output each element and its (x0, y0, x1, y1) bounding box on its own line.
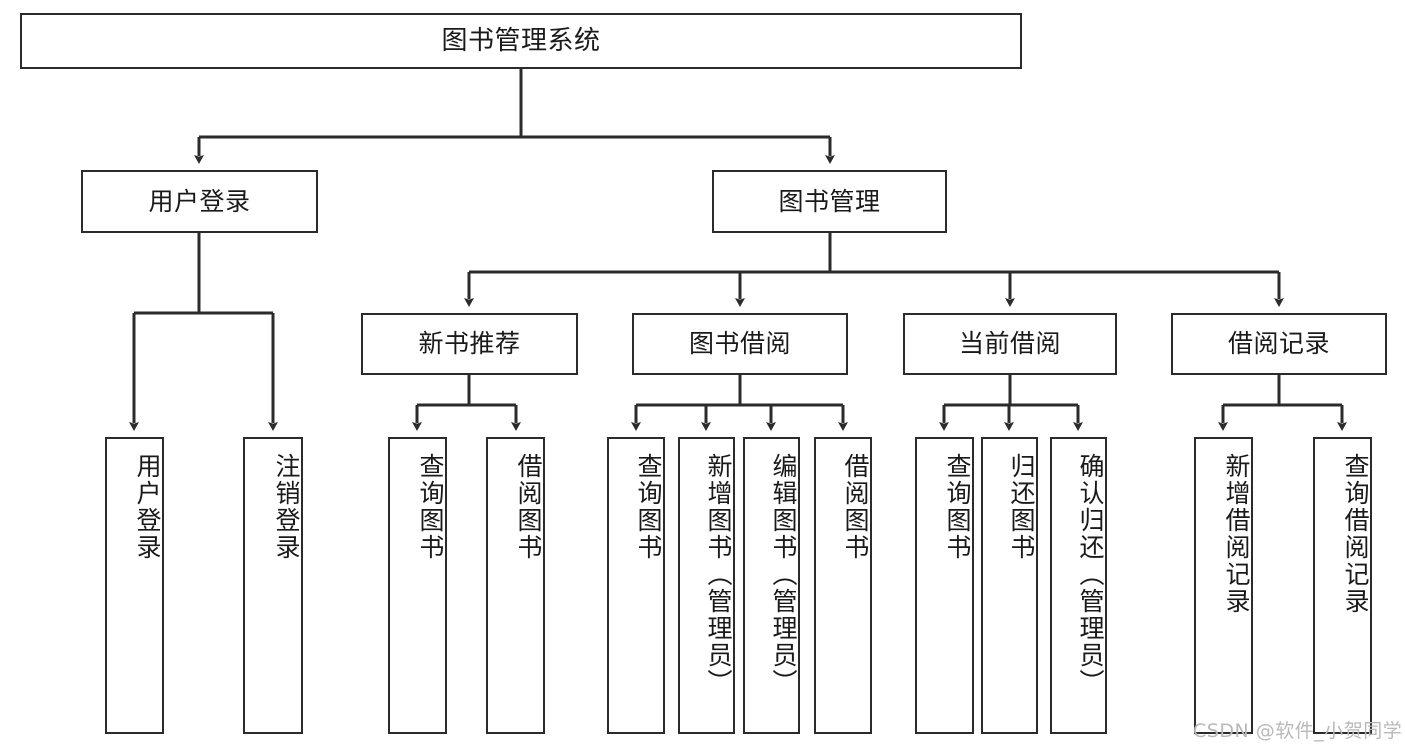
node-label: 归还图书 (1007, 453, 1036, 561)
node-label: 借阅图书 (514, 453, 543, 561)
leaf-edit-book-admin[interactable]: 编辑图书（管理员） (743, 437, 800, 734)
node-label: 当前借阅 (958, 329, 1061, 359)
node-label: 编辑图书（管理员） (769, 453, 798, 696)
node-label: 查询图书 (634, 453, 663, 561)
node-label: 用户登录 (148, 186, 251, 216)
node-borrowing-record[interactable]: 借阅记录 (1171, 313, 1387, 375)
node-user-login[interactable]: 用户登录 (81, 170, 318, 233)
node-label: 新增借阅记录 (1222, 453, 1251, 615)
node-label: 注销登录 (272, 453, 301, 561)
node-label: 借阅记录 (1227, 329, 1330, 359)
node-label: 查询图书 (943, 453, 972, 561)
leaf-user-login[interactable]: 用户登录 (105, 437, 164, 734)
leaf-logout[interactable]: 注销登录 (243, 437, 303, 734)
node-label: 用户登录 (133, 453, 162, 561)
leaf-return-book[interactable]: 归还图书 (981, 437, 1038, 734)
leaf-add-book-admin[interactable]: 新增图书（管理员） (678, 437, 735, 734)
node-label: 查询借阅记录 (1341, 453, 1370, 615)
node-root-book-management-system[interactable]: 图书管理系统 (20, 13, 1022, 69)
node-new-book-recommendation[interactable]: 新书推荐 (361, 313, 578, 375)
leaf-borrow-book[interactable]: 借阅图书 (814, 437, 872, 734)
node-current-borrowing[interactable]: 当前借阅 (903, 313, 1117, 375)
leaf-query-book-current[interactable]: 查询图书 (915, 437, 974, 734)
leaf-query-borrow-record[interactable]: 查询借阅记录 (1313, 437, 1372, 734)
node-label: 确认归还（管理员） (1076, 453, 1105, 696)
leaf-add-borrow-record[interactable]: 新增借阅记录 (1194, 437, 1253, 734)
node-label: 新书推荐 (418, 329, 521, 359)
leaf-borrow-book-rec[interactable]: 借阅图书 (486, 437, 545, 734)
node-label: 借阅图书 (841, 453, 870, 561)
leaf-query-book-borrow[interactable]: 查询图书 (607, 437, 665, 734)
node-label: 查询图书 (416, 453, 445, 561)
node-book-borrowing[interactable]: 图书借阅 (632, 313, 848, 375)
node-book-management[interactable]: 图书管理 (712, 170, 947, 233)
node-label: 图书管理 (778, 186, 881, 216)
csdn-watermark: CSDN @软件_小贺同学 (1193, 720, 1403, 742)
node-label: 新增图书（管理员） (704, 453, 733, 696)
leaf-confirm-return-admin[interactable]: 确认归还（管理员） (1050, 437, 1107, 734)
node-label: 图书借阅 (688, 329, 791, 359)
leaf-query-book-rec[interactable]: 查询图书 (388, 437, 447, 734)
node-label: 图书管理系统 (441, 25, 601, 56)
